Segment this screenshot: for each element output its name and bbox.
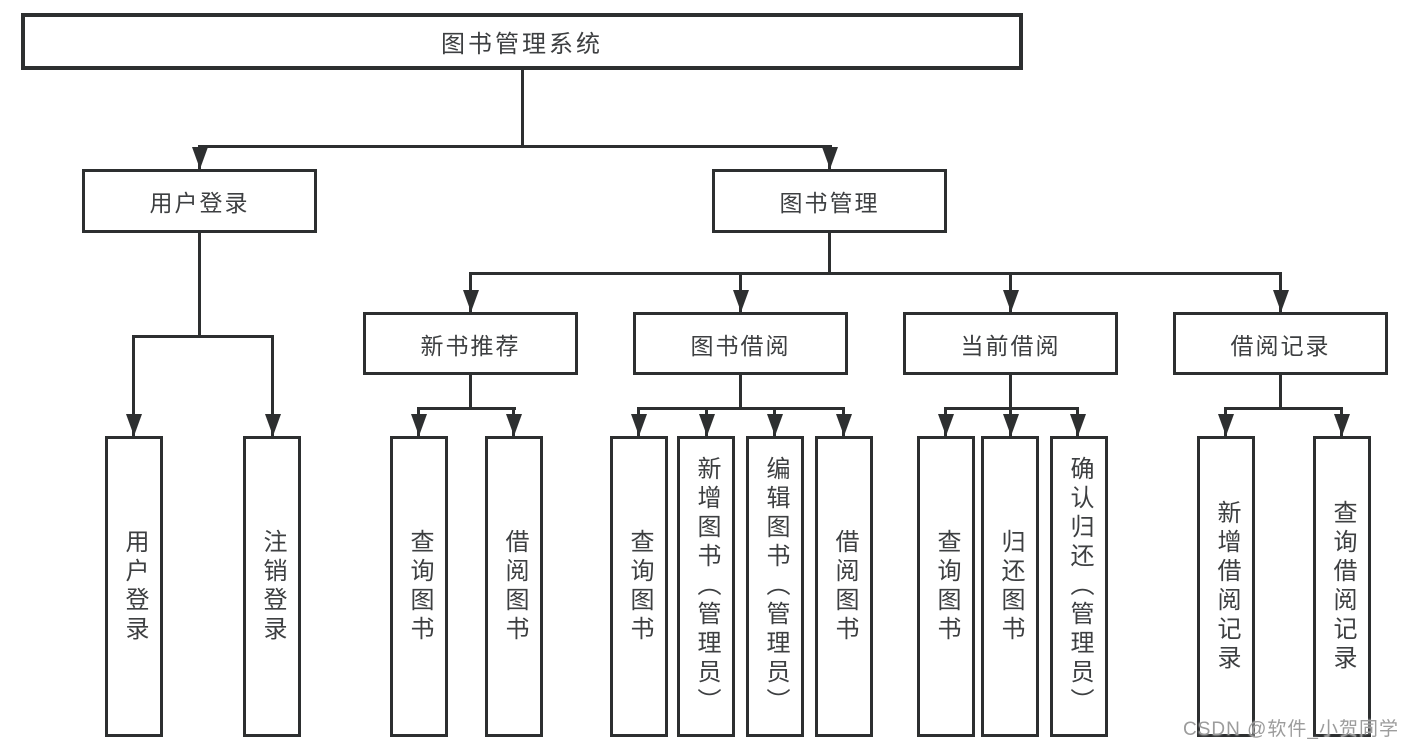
- arrow-to-current-borrowing: [1009, 272, 1012, 312]
- node-book-management-label: 图书管理: [779, 190, 880, 216]
- node-borrowing-records-label: 借阅记录: [1230, 332, 1331, 359]
- node-current-borrowing: 当前借阅: [903, 312, 1118, 375]
- connector-book-borrowing-drop: [739, 375, 742, 407]
- leaf-add-books-admin-label: 新增图书（管理员）: [693, 456, 720, 717]
- connector-root-bar: [198, 145, 832, 148]
- leaf-borrow-books-borrowing-label: 借阅图书: [831, 528, 858, 645]
- leaf-add-borrow-record: 新增借阅记录: [1197, 436, 1255, 737]
- node-user-login: 用户登录: [82, 169, 317, 233]
- leaf-borrow-books-recommend: 借阅图书: [485, 436, 543, 737]
- arrow-to-leaf-query-books-current: [944, 407, 947, 436]
- arrow-to-leaf-edit-books-admin: [773, 407, 776, 436]
- connector-current-borrowing-drop: [1009, 375, 1012, 407]
- arrow-to-leaf-user-login: [132, 335, 135, 436]
- connector-book-management-drop: [828, 233, 831, 272]
- leaf-query-borrow-record: 查询借阅记录: [1313, 436, 1371, 737]
- arrow-to-leaf-add-books-admin: [705, 407, 708, 436]
- node-book-management: 图书管理: [712, 169, 947, 233]
- leaf-add-borrow-record-label: 新增借阅记录: [1213, 499, 1240, 674]
- leaf-confirm-return-admin: 确认归还（管理员）: [1050, 436, 1108, 737]
- node-new-book-recommend-label: 新书推荐: [420, 332, 521, 359]
- connector-book-management-bar: [469, 272, 1282, 275]
- connector-root-drop: [521, 70, 524, 145]
- leaf-query-books-borrowing: 查询图书: [610, 436, 668, 737]
- leaf-return-books-label: 归还图书: [997, 528, 1024, 645]
- leaf-confirm-return-admin-label: 确认归还（管理员）: [1066, 456, 1093, 717]
- node-book-borrowing-label: 图书借阅: [690, 332, 791, 359]
- connector-new-book-bar: [417, 407, 516, 410]
- csdn-watermark: CSDN @软件_小贺同学: [1183, 719, 1399, 740]
- leaf-query-books-recommend: 查询图书: [390, 436, 448, 737]
- arrow-to-leaf-return-books: [1009, 407, 1012, 436]
- arrow-to-user-login: [198, 145, 201, 169]
- arrow-to-book-borrowing: [739, 272, 742, 312]
- arrow-to-leaf-query-books-recommend: [417, 407, 420, 436]
- leaf-borrow-books-recommend-label: 借阅图书: [501, 528, 528, 645]
- leaf-query-books-recommend-label: 查询图书: [406, 528, 433, 645]
- arrow-to-leaf-borrow-books-recommend: [512, 407, 515, 436]
- connector-book-borrowing-bar: [637, 407, 845, 410]
- leaf-logout-label: 注销登录: [259, 528, 286, 645]
- leaf-edit-books-admin-label: 编辑图书（管理员）: [762, 456, 789, 717]
- leaf-query-books-borrowing-label: 查询图书: [626, 528, 653, 645]
- node-new-book-recommend: 新书推荐: [363, 312, 578, 375]
- arrow-to-new-book-recommend: [469, 272, 472, 312]
- node-borrowing-records: 借阅记录: [1173, 312, 1388, 375]
- connector-borrowing-records-drop: [1279, 375, 1282, 407]
- node-current-borrowing-label: 当前借阅: [960, 332, 1061, 359]
- node-root-label: 图书管理系统: [441, 31, 603, 58]
- leaf-borrow-books-borrowing: 借阅图书: [815, 436, 873, 737]
- connector-borrowing-records-bar: [1224, 407, 1343, 410]
- arrow-to-borrowing-records: [1279, 272, 1282, 312]
- arrow-to-book-management: [828, 145, 831, 169]
- leaf-user-login: 用户登录: [105, 436, 163, 737]
- arrow-to-leaf-confirm-return-admin: [1076, 407, 1079, 436]
- leaf-logout: 注销登录: [243, 436, 301, 737]
- leaf-query-books-current: 查询图书: [917, 436, 975, 737]
- arrow-to-leaf-borrow-books-borrowing: [842, 407, 845, 436]
- arrow-to-leaf-query-borrow-record: [1340, 407, 1343, 436]
- node-user-login-label: 用户登录: [149, 190, 250, 216]
- node-book-borrowing: 图书借阅: [633, 312, 848, 375]
- arrow-to-leaf-add-borrow-record: [1224, 407, 1227, 436]
- leaf-return-books: 归还图书: [981, 436, 1039, 737]
- connector-user-login-bar: [132, 335, 274, 338]
- connector-new-book-drop: [469, 375, 472, 407]
- leaf-edit-books-admin: 编辑图书（管理员）: [746, 436, 804, 737]
- leaf-query-books-current-label: 查询图书: [933, 528, 960, 645]
- leaf-query-borrow-record-label: 查询借阅记录: [1329, 499, 1356, 674]
- arrow-to-leaf-logout: [271, 335, 274, 436]
- arrow-to-leaf-query-books-borrowing: [637, 407, 640, 436]
- leaf-user-login-label: 用户登录: [121, 528, 148, 645]
- connector-user-login-drop: [198, 233, 201, 335]
- node-root: 图书管理系统: [21, 13, 1023, 70]
- leaf-add-books-admin: 新增图书（管理员）: [677, 436, 735, 737]
